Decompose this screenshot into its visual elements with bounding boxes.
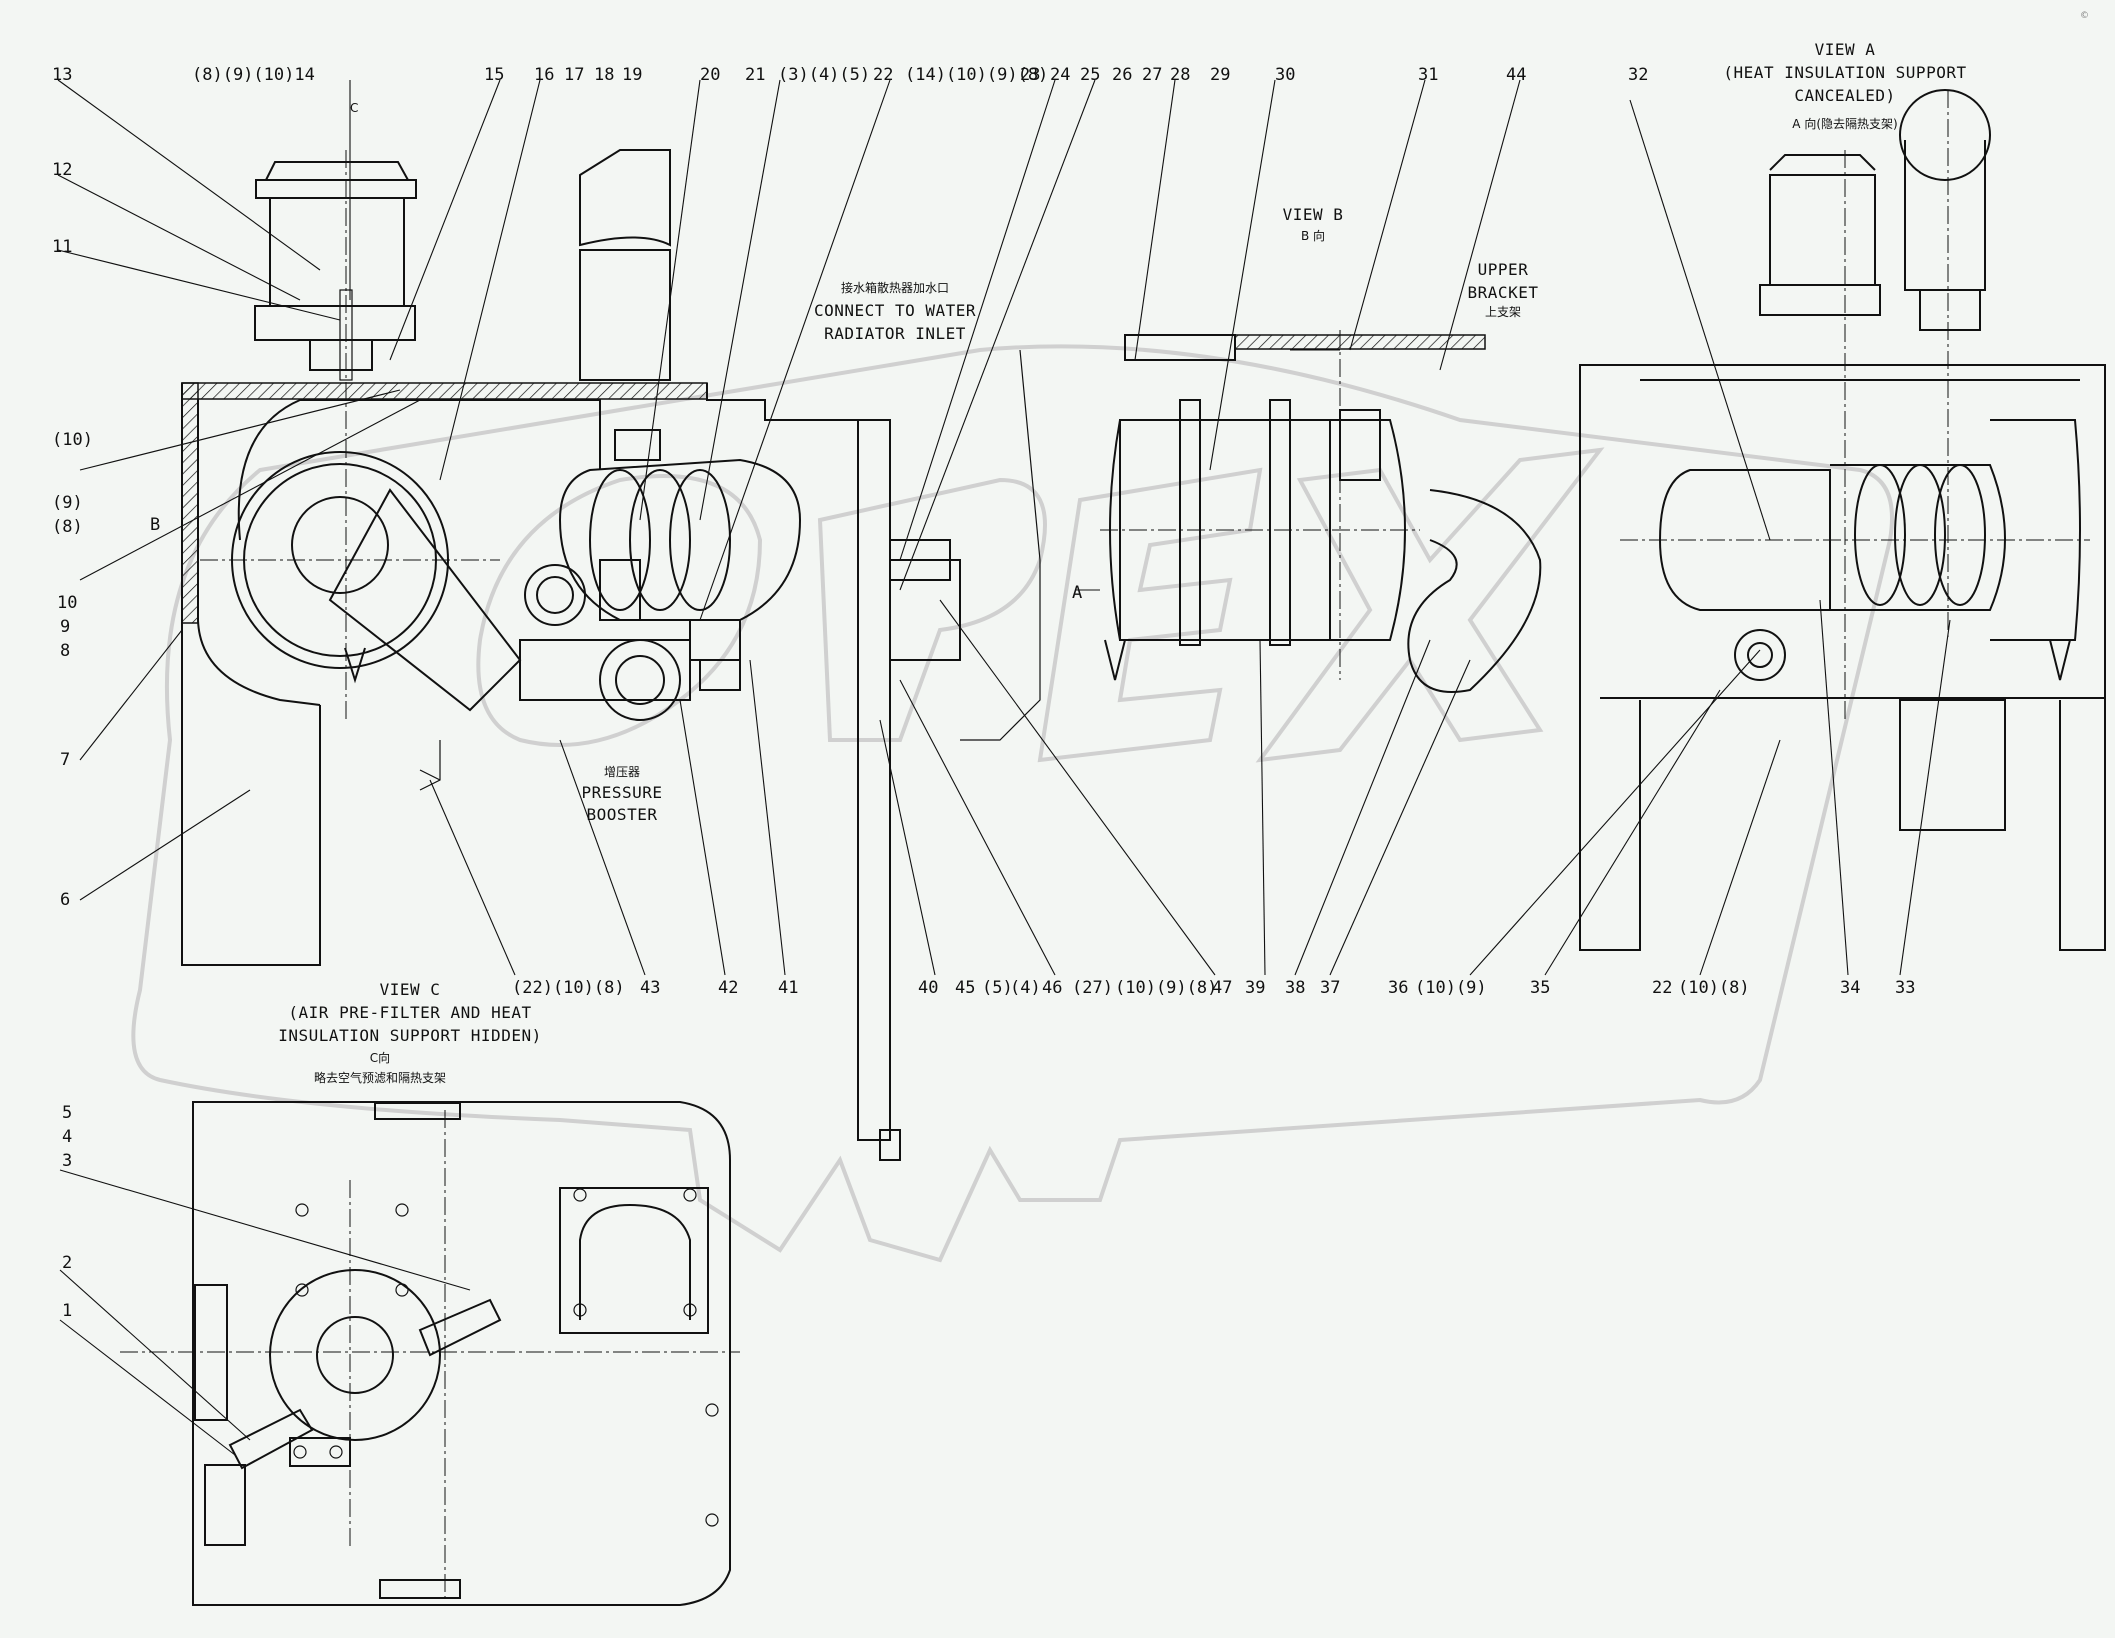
connect-note-line2: RADIATOR INLET (824, 324, 966, 343)
view-a-line2: CANCEALED) (1794, 86, 1895, 105)
callout-10: 10 (57, 593, 77, 613)
callout-3: 3 (62, 1151, 72, 1171)
callout-42: 42 (718, 978, 738, 998)
left-callouts: 12 11 (10) (9) (8) 10 9 8 7 6 (52, 160, 93, 910)
callout-35: 35 (1530, 978, 1550, 998)
callout-paren-27: (27) (1072, 978, 1113, 998)
booster-line1: PRESSURE (581, 783, 662, 802)
view-c-cn: 略去空气预滤和隔热支架 (314, 1070, 446, 1085)
callout-37: 37 (1320, 978, 1340, 998)
view-a (1579, 89, 2106, 951)
callout-paren-4: (4) (1010, 978, 1041, 998)
callout-8: 8 (60, 641, 70, 661)
callout-8-9-10-14: (8)(9)(10)14 (192, 65, 315, 85)
callout-46: 46 (1042, 978, 1062, 998)
upper-bracket-line1: UPPER (1478, 260, 1529, 279)
view-c-line1: (AIR PRE-FILTER AND HEAT (288, 1003, 531, 1022)
bolt-holes (293, 1188, 719, 1527)
callout-23: 23 (1020, 65, 1040, 85)
upper-bracket-cn: 上支架 (1485, 305, 1521, 319)
callout-7: 7 (60, 750, 70, 770)
callout-38: 38 (1285, 978, 1305, 998)
arrow-c-label: C (350, 101, 358, 115)
callout-22-right: 22 (1652, 978, 1672, 998)
corner-mark: © (2080, 11, 2089, 21)
callout-2: 2 (62, 1253, 72, 1273)
view-c-title: VIEW C (380, 980, 441, 999)
callout-30: 30 (1275, 65, 1295, 85)
callout-paren-5: (5) (982, 978, 1013, 998)
connect-note-line1: CONNECT TO WATER (814, 301, 976, 320)
arrow-b-label: B (150, 515, 160, 535)
callout-22: 22 (873, 65, 893, 85)
callout-26: 26 (1112, 65, 1132, 85)
callout-20: 20 (700, 65, 720, 85)
callout-28: 28 (1170, 65, 1190, 85)
callout-36: 36 (1388, 978, 1408, 998)
callout-44: 44 (1506, 65, 1526, 85)
callout-31: 31 (1418, 65, 1438, 85)
callout-18: 18 (594, 65, 614, 85)
view-c-line2: INSULATION SUPPORT HIDDEN) (278, 1026, 541, 1045)
view-b (1100, 330, 1542, 693)
leader-lines (57, 79, 1951, 1456)
view-a-title: VIEW A (1815, 40, 1876, 59)
view-a-line1: (HEAT INSULATION SUPPORT (1723, 63, 1966, 82)
view-c-sub: C向 (370, 1050, 390, 1065)
callout-27: 27 (1142, 65, 1162, 85)
callout-12: 12 (52, 160, 72, 180)
callout-43: 43 (640, 978, 660, 998)
callout-24: 24 (1050, 65, 1070, 85)
booster-line2: BOOSTER (587, 805, 658, 824)
callout-33: 33 (1895, 978, 1915, 998)
callout-paren-9: (9) (52, 493, 83, 513)
booster-cn: 增压器 (604, 765, 640, 779)
callout-25: 25 (1080, 65, 1100, 85)
callout-14-10-9-8: (14)(10)(9)(8) (905, 65, 1048, 85)
view-b-sub: B 向 (1301, 228, 1325, 243)
callout-16: 16 (534, 65, 554, 85)
callout-34: 34 (1840, 978, 1860, 998)
view-b-title: VIEW B (1283, 205, 1344, 224)
callout-32: 32 (1628, 65, 1648, 85)
connect-note-cn: 接水箱散热器加水口 (841, 280, 949, 295)
callout-21: 21 (745, 65, 765, 85)
arrow-a-label: A (1072, 583, 1082, 603)
callout-paren-10: (10) (52, 430, 93, 450)
callout-22-10-8: (22)(10)(8) (512, 978, 625, 998)
callout-40: 40 (918, 978, 938, 998)
callout-45: 45 (955, 978, 975, 998)
callout-4: 4 (62, 1127, 72, 1147)
callout-paren-8: (8) (52, 517, 83, 537)
main-view (181, 149, 1041, 1161)
upper-bracket-line2: BRACKET (1468, 283, 1539, 302)
callout-17: 17 (564, 65, 584, 85)
annotations: 接水箱散热器加水口 CONNECT TO WATER RADIATOR INLE… (150, 11, 2089, 824)
callout-19: 19 (622, 65, 642, 85)
callout-13: 13 (52, 65, 72, 85)
view-c (120, 1101, 740, 1606)
callout-9: 9 (60, 617, 70, 637)
callout-3-4-5: (3)(4)(5) (778, 65, 870, 85)
callout-6: 6 (60, 890, 70, 910)
callout-11: 11 (52, 237, 72, 257)
view-captions: VIEW C (AIR PRE-FILTER AND HEAT INSULATI… (278, 40, 1966, 1085)
callout-10-9-8: (10)(9)(8) (1115, 978, 1217, 998)
callout-10-9: (10)(9) (1415, 978, 1487, 998)
callout-5: 5 (62, 1103, 72, 1123)
view-a-cn: A 向(隐去隔热支架) (1792, 116, 1897, 131)
callout-10-8: (10)(8) (1678, 978, 1750, 998)
top-callouts: 13 (8)(9)(10)14 15 16 17 18 19 20 21 (3)… (52, 65, 1648, 85)
callout-29: 29 (1210, 65, 1230, 85)
bottom-callouts: (22)(10)(8) 43 42 41 40 45 (5) (4) 46 (2… (512, 978, 1915, 998)
callout-41: 41 (778, 978, 798, 998)
callout-15: 15 (484, 65, 504, 85)
view-c-callouts: 5 4 3 2 1 (62, 1103, 72, 1321)
callout-47: 47 (1212, 978, 1232, 998)
callout-39: 39 (1245, 978, 1265, 998)
callout-1: 1 (62, 1301, 72, 1321)
